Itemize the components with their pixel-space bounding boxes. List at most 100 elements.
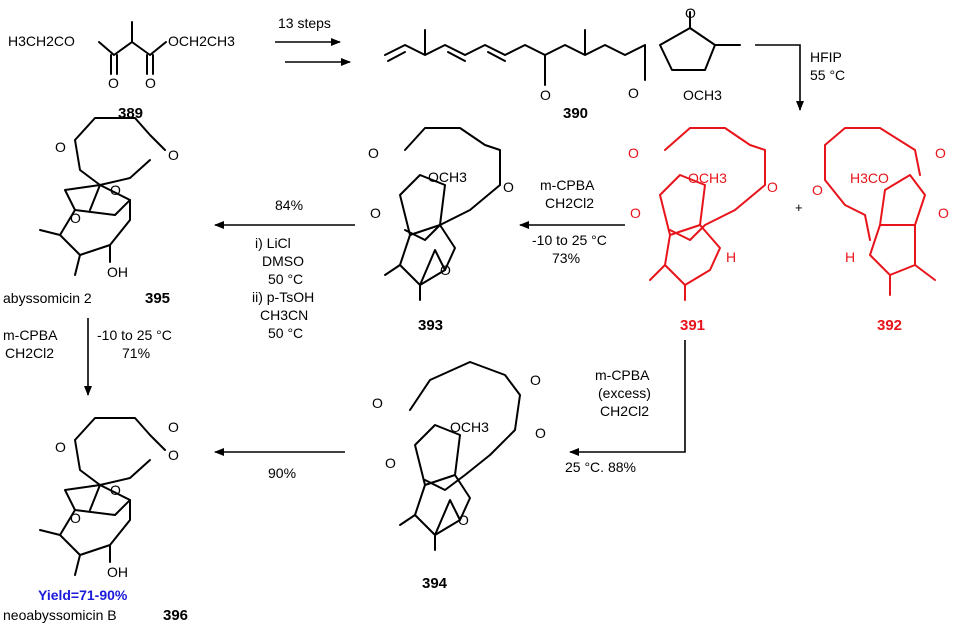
ester-carbonyl-oxygen: O	[535, 425, 546, 441]
arrow-step4: 84% i) LiCl DMSO 50 °C ii) p-TsOH CH3CN …	[214, 197, 355, 341]
macrocycle-ring	[74, 417, 166, 486]
methoxy-group: OCH3	[688, 170, 727, 186]
macrocycle-ring	[74, 117, 166, 186]
compound-number-391: 391	[680, 317, 705, 334]
condition-text: 50 °C	[268, 271, 303, 287]
macrocycle-ring	[404, 127, 501, 241]
lactone-oxygen: O	[110, 182, 121, 198]
compound-number-390: 390	[563, 105, 588, 122]
epoxy-cyclohexane	[399, 224, 456, 286]
compound-393: O O O O OCH3 393	[368, 127, 514, 334]
ketone-oxygen: O	[812, 182, 823, 198]
epoxide-oxygen: O	[440, 262, 451, 278]
lactone-oxygen: O	[685, 5, 696, 21]
epoxide-oxygen: O	[458, 512, 469, 528]
condition-text: m-CPBA	[3, 327, 58, 343]
condition-text: ii) p-TsOH	[252, 289, 314, 305]
methoxy-group: H3CO	[850, 170, 889, 186]
condition-text: 71%	[122, 345, 150, 361]
compound-number-392: 392	[877, 317, 902, 334]
lactone-oxygen: O	[385, 455, 396, 471]
oxabicyclic-core	[64, 184, 131, 216]
lactone-oxygen: O	[110, 482, 121, 498]
compound-name-396: neoabyssomicin B	[3, 607, 117, 623]
compound-number-394: 394	[422, 575, 448, 592]
cyclohexane-ring	[39, 499, 131, 576]
furanone-ring	[659, 27, 716, 71]
ketone-oxygen: O	[55, 439, 66, 455]
ketone-oxygen: O	[372, 395, 383, 411]
carbonyl-oxygen: O	[108, 75, 119, 91]
arrow-step1: 13 steps	[275, 15, 351, 66]
yield-label: Yield=71-90%	[38, 587, 128, 603]
condition-text: 90%	[268, 465, 296, 481]
condition-text: -10 to 25 °C	[97, 327, 172, 343]
ketone-oxygen: O	[767, 179, 778, 195]
cyclohexane-ring	[39, 199, 131, 276]
condition-text: 50 °C	[268, 325, 303, 341]
compound-number-389: 389	[118, 105, 143, 122]
polyene-chain	[384, 29, 646, 86]
condition-text: DMSO	[262, 253, 304, 269]
condition-text: m-CPBA	[595, 367, 650, 383]
condition-text: -10 to 25 °C	[532, 232, 607, 248]
compound-name-395: abyssomicin 2	[3, 290, 92, 306]
hydrogen-label: H	[845, 249, 855, 265]
methoxy-group: OCH3	[428, 169, 467, 185]
ester-oxygen: O	[530, 372, 541, 388]
methyl-groups	[649, 264, 686, 301]
condition-text: HFIP	[810, 49, 842, 65]
ketone-oxygen: O	[55, 139, 66, 155]
spiro-lactone	[879, 174, 926, 226]
arrow-step6: m-CPBA (excess) CH2Cl2 25 °C. 88%	[565, 340, 686, 475]
compound-396: O O O O O OH Yield=71-90% neoabyssomicin…	[3, 417, 188, 624]
compound-389: H3CH2CO OCH2CH3 O O 389	[8, 21, 235, 122]
condition-text: 84%	[275, 197, 303, 213]
condition-text: m-CPBA	[540, 177, 595, 193]
lactone-oxygen: O	[630, 205, 641, 221]
ether-oxygen: O	[70, 210, 81, 226]
compound-395: O O O O OH abyssomicin 2 395	[3, 117, 179, 307]
condition-text: 25 °C. 88%	[565, 459, 636, 475]
arrow-step3: m-CPBA CH2Cl2 -10 to 25 °C 73%	[519, 177, 625, 266]
lactone-oxygen: O	[370, 205, 381, 221]
hydroxyl-group: OH	[107, 264, 128, 280]
condition-text: CH2Cl2	[600, 403, 649, 419]
macrocycle-ring	[409, 361, 521, 491]
spiro-lactone	[659, 174, 706, 236]
cyclohexene-ring	[664, 224, 721, 286]
methyl-groups	[889, 264, 936, 296]
compound-number-395: 395	[145, 290, 170, 307]
condition-text: 55 °C	[810, 67, 845, 83]
plus-sign: +	[795, 200, 803, 215]
carbonyl-bonds	[110, 54, 154, 75]
ester-group-right: OCH2CH3	[168, 33, 235, 49]
double-bonds	[387, 51, 506, 62]
arrow-step2: HFIP 55 °C	[755, 44, 845, 111]
arrow-step7: 90%	[214, 448, 345, 481]
carbonyl-oxygen: O	[145, 75, 156, 91]
hydrogen-label: H	[726, 249, 736, 265]
lactone-oxygen: O	[938, 205, 949, 221]
malonate-skeleton	[98, 21, 167, 56]
condition-text: i) LiCl	[255, 235, 291, 251]
ketone-oxygen: O	[368, 145, 379, 161]
compound-number-393: 393	[418, 317, 443, 334]
spiro-lactone	[414, 424, 461, 486]
methoxy-group: OCH3	[450, 419, 489, 435]
oxabicyclic-core	[64, 484, 131, 516]
condition-text: 13 steps	[278, 15, 331, 31]
condition-text: (excess)	[598, 385, 651, 401]
arrow-step5: m-CPBA CH2Cl2 -10 to 25 °C 71%	[3, 318, 172, 396]
exocyclic-bonds	[689, 11, 741, 46]
lactone-oxygen: O	[168, 447, 179, 463]
compound-391: O O O OCH3 H 391	[628, 127, 778, 334]
cyclohexene-ring	[869, 224, 916, 276]
methoxy-group: OCH3	[683, 87, 722, 103]
ketone-oxygen: O	[935, 145, 946, 161]
spiro-lactone	[399, 174, 446, 236]
macrocycle-ring	[824, 127, 921, 241]
condition-text: 73%	[552, 250, 580, 266]
methyl-groups	[399, 514, 436, 551]
